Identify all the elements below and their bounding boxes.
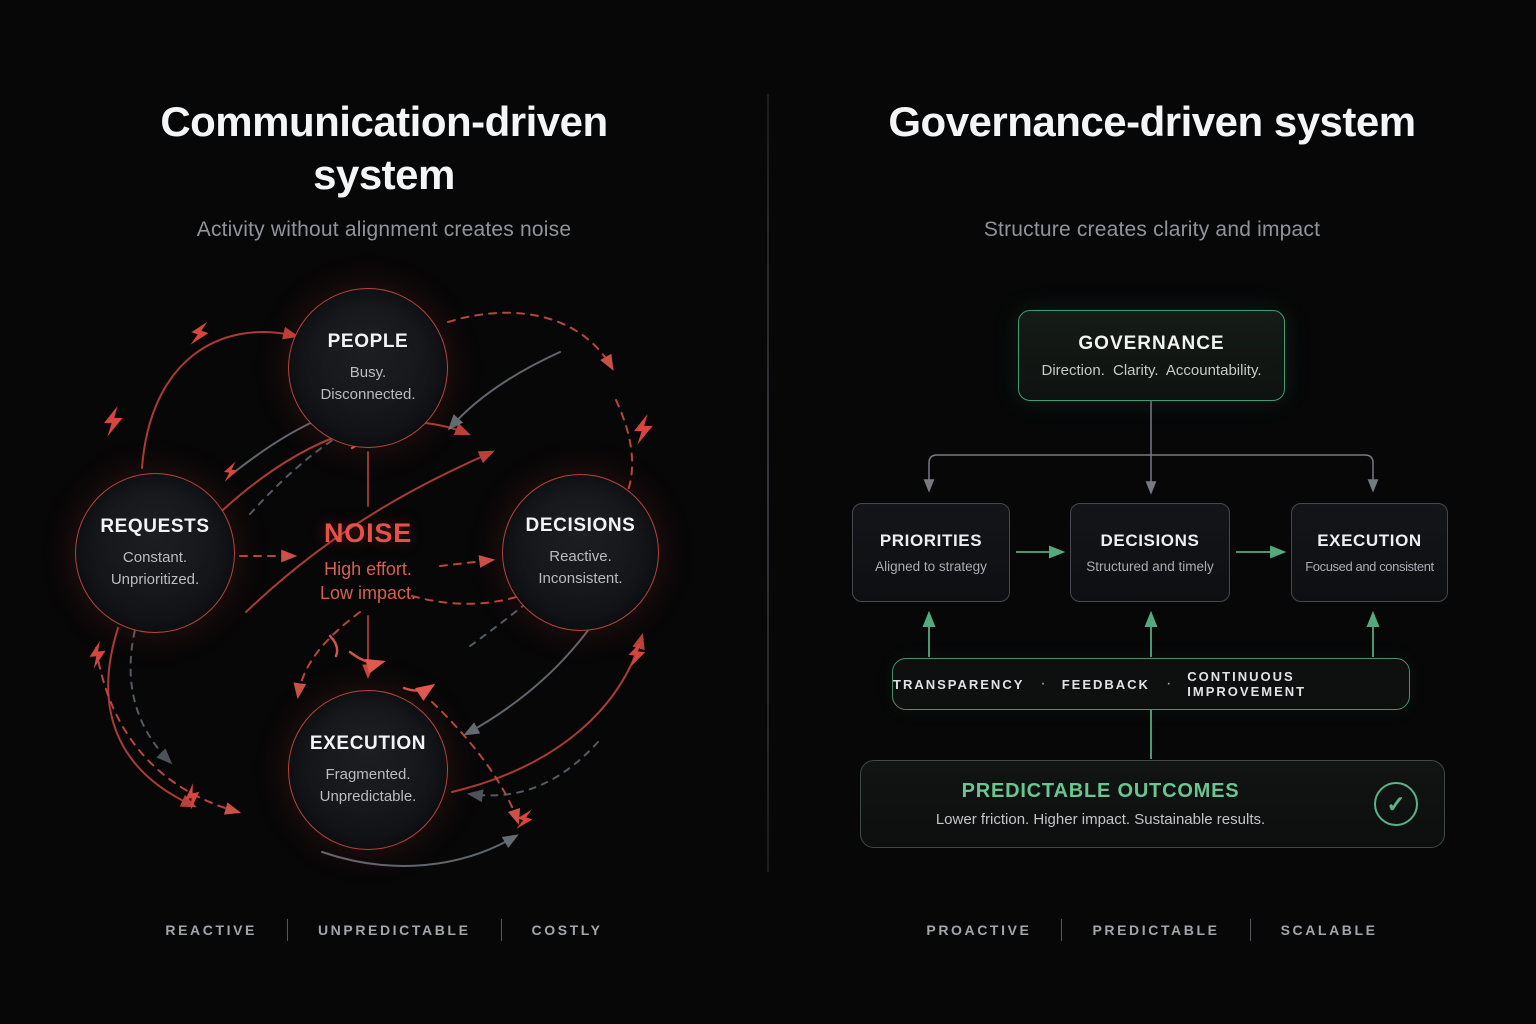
decisions-title: DECISIONS [1100, 531, 1200, 550]
loop-separator-dot: · [1165, 675, 1172, 692]
node-decisions-line2: Inconsistent. [538, 570, 623, 587]
footer-separator [1061, 919, 1063, 941]
check-circle-icon: ✓ [1374, 782, 1418, 826]
node-execution-title: EXECUTION [309, 732, 427, 754]
center-divider [767, 94, 769, 872]
node-requests-line1: Constant. [122, 548, 188, 566]
right-footer-label-scalable: SCALABLE [1280, 922, 1378, 938]
right-title: Governance-driven system [888, 98, 1416, 145]
loop-item-transparency: TRANSPARENCY [893, 676, 1025, 692]
predictable-outcomes-box: PREDICTABLE OUTCOMES Lower friction. Hig… [860, 760, 1445, 848]
node-execution-line2: Unpredictable. [319, 787, 417, 805]
footer-separator [500, 919, 502, 941]
right-footer-label-proactive: PROACTIVE [926, 922, 1032, 938]
right-footer-label-predictable: PREDICTABLE [1092, 922, 1220, 938]
noise-title: NOISE [323, 518, 413, 548]
node-decisions: DECISIONS Reactive. Inconsistent. [502, 474, 659, 631]
node-requests-line2: Unprioritized. [110, 570, 200, 588]
governance-title: GOVERNANCE [1078, 332, 1225, 354]
footer-separator [286, 919, 288, 941]
node-requests-title: REQUESTS [100, 515, 210, 537]
node-execution: EXECUTION Fragmented. Unpredictable. [288, 690, 448, 850]
governance-branch-lines [923, 401, 1379, 495]
outcome-title: PREDICTABLE OUTCOMES [961, 780, 1240, 802]
footer-separator [1249, 919, 1251, 941]
right-footer: PROACTIVE PREDICTABLE SCALABLE [768, 919, 1536, 941]
priorities-subtitle: Aligned to strategy [875, 559, 987, 574]
flow-box-priorities: PRIORITIES Aligned to strategy [852, 503, 1010, 602]
node-people-line1: Busy. [349, 363, 387, 381]
right-subtitle: Structure creates clarity and impact [983, 218, 1321, 241]
left-footer-label-reactive: REACTIVE [165, 922, 257, 938]
node-decisions-line1: Reactive. [549, 548, 612, 566]
decisions-subtitle: Structured and timely [1086, 559, 1214, 574]
noise-center: NOISE High effort. Low impact. [288, 518, 448, 606]
node-people-line2: Disconnected. [320, 385, 416, 403]
flow-box-execution: EXECUTION Focused and consistent [1291, 503, 1448, 602]
outcome-subtitle: Lower friction. Higher impact. Sustainab… [935, 811, 1266, 828]
left-subtitle: Activity without alignment creates noise [196, 218, 572, 241]
red-dashed-arrows [95, 311, 633, 826]
execution-subtitle: Focused and consistent [1305, 559, 1434, 574]
outcome-content: PREDICTABLE OUTCOMES Lower friction. Hig… [861, 780, 1444, 828]
feedback-up-arrows [922, 610, 1380, 657]
left-footer-label-costly: COSTLY [531, 922, 603, 938]
priorities-title: PRIORITIES [879, 531, 983, 550]
node-people: PEOPLE Busy. Disconnected. [288, 288, 448, 448]
left-footer: REACTIVE UNPREDICTABLE COSTLY [0, 919, 768, 941]
node-people-title: PEOPLE [327, 330, 409, 352]
governance-box: GOVERNANCE Direction. Clarity. Accountab… [1018, 310, 1285, 401]
flow-box-decisions: DECISIONS Structured and timely [1070, 503, 1230, 602]
left-title: Communication-driven system [160, 98, 608, 198]
feedback-loop-bar: TRANSPARENCY · FEEDBACK · CONTINUOUS IMP… [892, 658, 1410, 710]
flow-connectors-svg [922, 401, 1380, 759]
execution-title: EXECUTION [1317, 531, 1422, 550]
governance-subtitle: Direction. Clarity. Accountability. [1041, 361, 1262, 379]
node-requests: REQUESTS Constant. Unprioritized. [75, 473, 235, 633]
panel-governance: Governance-driven system Structure creat… [768, 0, 1536, 1024]
loop-item-feedback: FEEDBACK [1061, 676, 1150, 692]
left-footer-label-unpredictable: UNPREDICTABLE [317, 922, 471, 938]
loop-separator-dot: · [1040, 675, 1046, 692]
check-mark: ✓ [1386, 790, 1406, 817]
panel-communication: Communication-driven system Activity wit… [0, 98, 768, 941]
node-execution-line1: Fragmented. [325, 765, 411, 783]
red-solid-arrows [107, 326, 645, 808]
lightning-bolt-icons [89, 321, 653, 829]
node-decisions-title: DECISIONS [525, 515, 636, 537]
noise-line1: High effort. [324, 559, 412, 579]
loop-item-continuous-improvement: CONTINUOUS IMPROVEMENT [1187, 669, 1307, 699]
noise-line2: Low impact. [319, 583, 417, 604]
